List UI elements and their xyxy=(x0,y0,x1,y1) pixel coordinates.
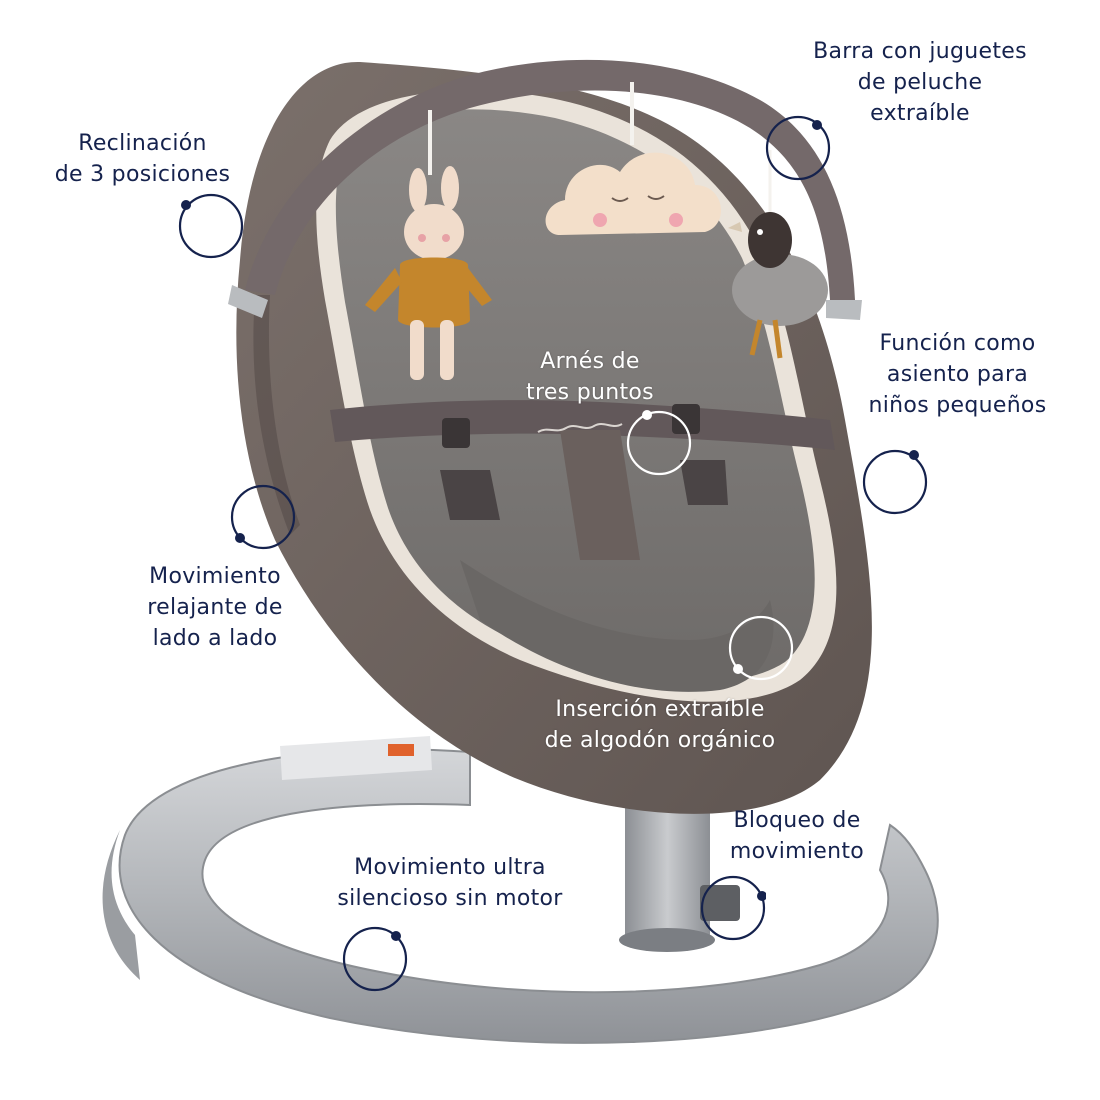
rocker-base xyxy=(102,736,939,1044)
ring-dot-icon xyxy=(862,449,928,515)
buckle-left xyxy=(442,418,470,448)
ring-dot-icon xyxy=(700,875,766,941)
warning-sticker xyxy=(388,744,414,756)
label-side-motion: Movimiento relajante de lado a lado xyxy=(147,564,283,651)
buckle-right xyxy=(672,404,700,434)
rocker-pole xyxy=(619,780,740,952)
ring-dot-icon xyxy=(765,115,831,181)
ring-dot-icon xyxy=(178,193,244,259)
ring-dot-icon xyxy=(230,484,296,550)
ring-dot-icon xyxy=(626,410,692,476)
label-motion-lock: Bloqueo de movimiento xyxy=(729,808,865,864)
harness-straps xyxy=(330,400,835,560)
brand-logo xyxy=(537,423,623,433)
label-toy-bar: Barra con juguetes de peluche extraíble xyxy=(813,39,1027,126)
label-insert: Inserción extraíble de algodón orgánico xyxy=(544,697,776,753)
label-toddler-seat: Función como asiento para niños pequeños xyxy=(868,331,1047,418)
ring-dot-icon xyxy=(728,615,794,681)
label-silent-motion: Movimiento ultra silencioso sin motor xyxy=(337,855,563,911)
cloud-toy xyxy=(545,152,722,235)
label-recline: Reclinación de 3 posiciones xyxy=(54,131,231,187)
bird-toy xyxy=(728,212,828,359)
label-harness: Arnés de tres puntos xyxy=(526,349,654,405)
bunny-toy xyxy=(365,166,492,380)
toy-bar xyxy=(228,59,862,320)
ring-dot-icon xyxy=(342,926,408,992)
